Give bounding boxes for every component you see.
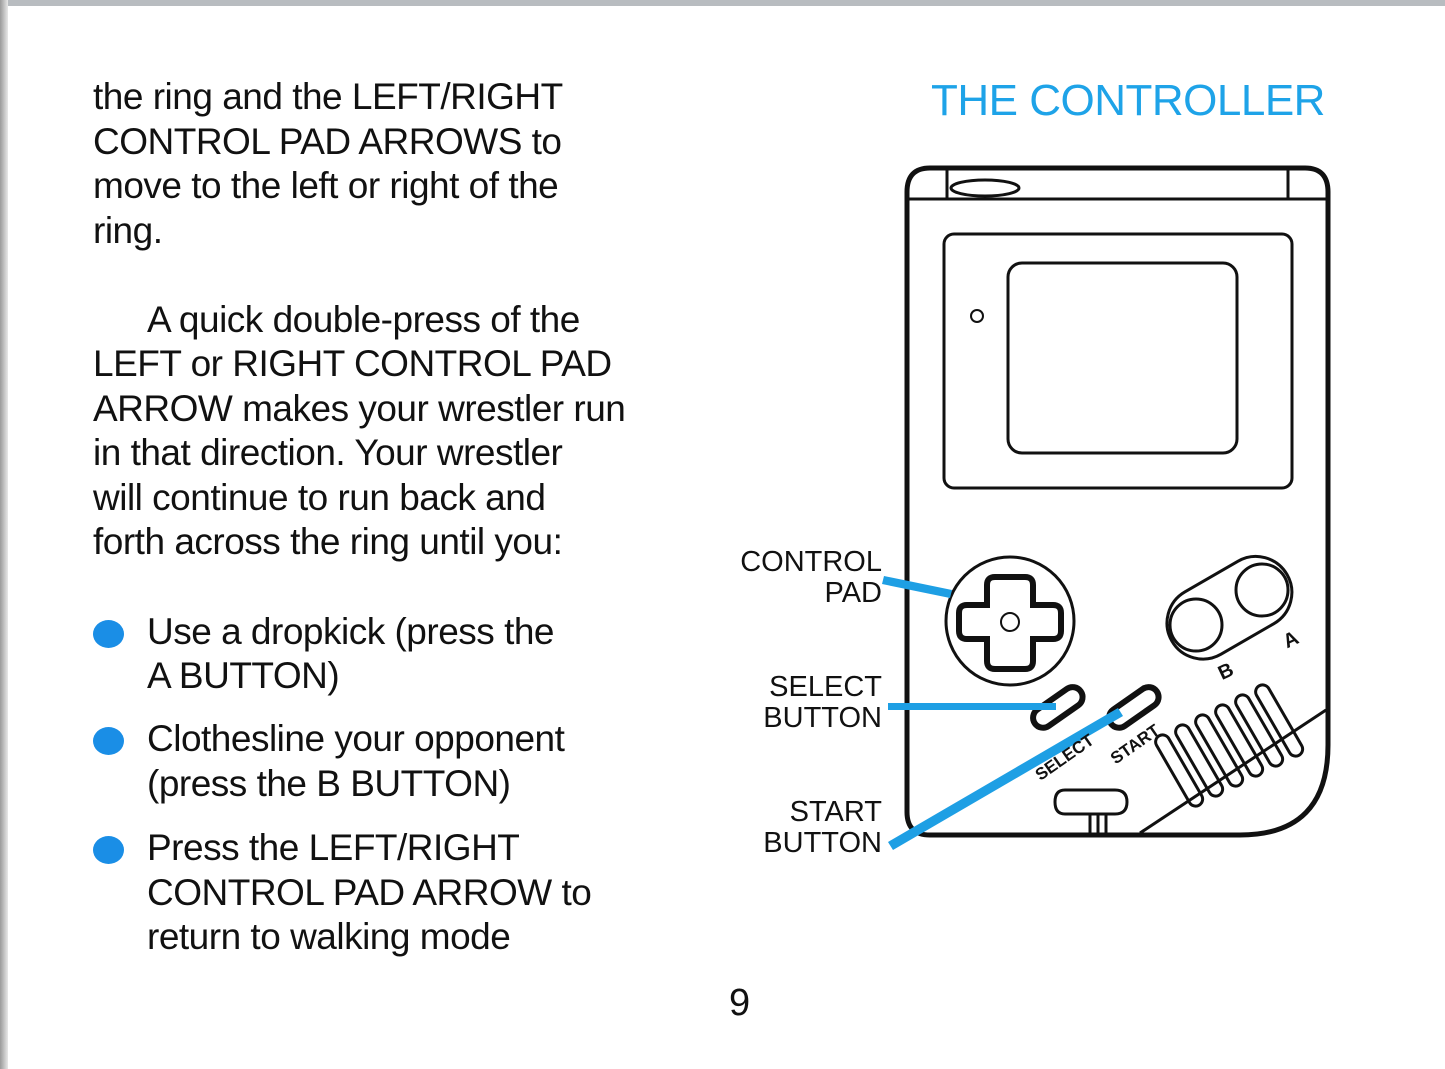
start-button-label: START BUTTON xyxy=(763,797,882,859)
screen-bezel xyxy=(942,232,1294,490)
bullet-line: A BUTTON) xyxy=(147,655,340,696)
bullet-icon xyxy=(93,836,124,864)
bullet-line: return to walking mode xyxy=(147,916,511,957)
a-label: A xyxy=(1280,627,1302,653)
page-number: 9 xyxy=(729,982,751,1024)
label-line: PAD xyxy=(824,577,882,609)
paragraph-line: forth across the ring until you: xyxy=(93,521,563,562)
page-left-edge xyxy=(0,0,8,1069)
speaker-grille-icon xyxy=(1154,683,1305,808)
power-led-icon xyxy=(970,309,984,323)
bullet-icon xyxy=(93,727,124,755)
dpad-icon xyxy=(956,574,1064,672)
screen xyxy=(1006,261,1239,455)
section-title: THE CONTROLLER xyxy=(931,76,1325,125)
intro-line: ring. xyxy=(93,210,163,251)
select-button xyxy=(1030,684,1086,731)
bullet-line: (press the B BUTTON) xyxy=(147,763,511,804)
bullet-line: Clothesline your opponent xyxy=(147,718,565,759)
paragraph-line: in that direction. Your wrestler xyxy=(93,432,563,473)
ab-button-housing xyxy=(1165,555,1294,661)
b-label: B xyxy=(1215,659,1237,685)
page-top-edge xyxy=(0,0,1445,6)
select-pointer xyxy=(888,703,1056,710)
gameboy-body xyxy=(904,165,1331,838)
select-button-label: SELECT BUTTON xyxy=(763,672,882,734)
label-line: SELECT xyxy=(769,671,882,703)
headphone-jack-icon xyxy=(1053,788,1129,834)
bullet-line: Use a dropkick (press the xyxy=(147,611,555,652)
bullet-line: Press the LEFT/RIGHT xyxy=(147,827,520,868)
label-line: START xyxy=(789,796,882,828)
paragraph-line: will continue to run back and xyxy=(93,477,546,518)
control-pad-label: CONTROL PAD xyxy=(740,547,882,609)
label-line: CONTROL xyxy=(740,546,882,578)
intro-line: move to the left or right of the xyxy=(93,165,559,206)
b-button xyxy=(1168,597,1224,653)
label-line: BUTTON xyxy=(763,702,882,734)
paragraph-line: ARROW makes your wrestler run xyxy=(93,388,626,429)
control-pad-pointer xyxy=(882,576,952,598)
intro-line: the ring and the LEFT/RIGHT xyxy=(93,76,563,117)
dpad-well xyxy=(944,555,1076,687)
bullet-icon xyxy=(93,620,124,648)
paragraph-line: LEFT or RIGHT CONTROL PAD xyxy=(93,343,612,384)
start-button xyxy=(1106,684,1162,731)
intro-line: CONTROL PAD ARROWS to xyxy=(93,121,562,162)
label-line: BUTTON xyxy=(763,827,882,859)
bullet-line: CONTROL PAD ARROW to xyxy=(147,872,592,913)
power-switch-icon xyxy=(949,178,1021,198)
a-button xyxy=(1234,562,1290,618)
start-pointer xyxy=(888,708,1123,850)
paragraph-line: A quick double-press of the xyxy=(147,299,580,340)
